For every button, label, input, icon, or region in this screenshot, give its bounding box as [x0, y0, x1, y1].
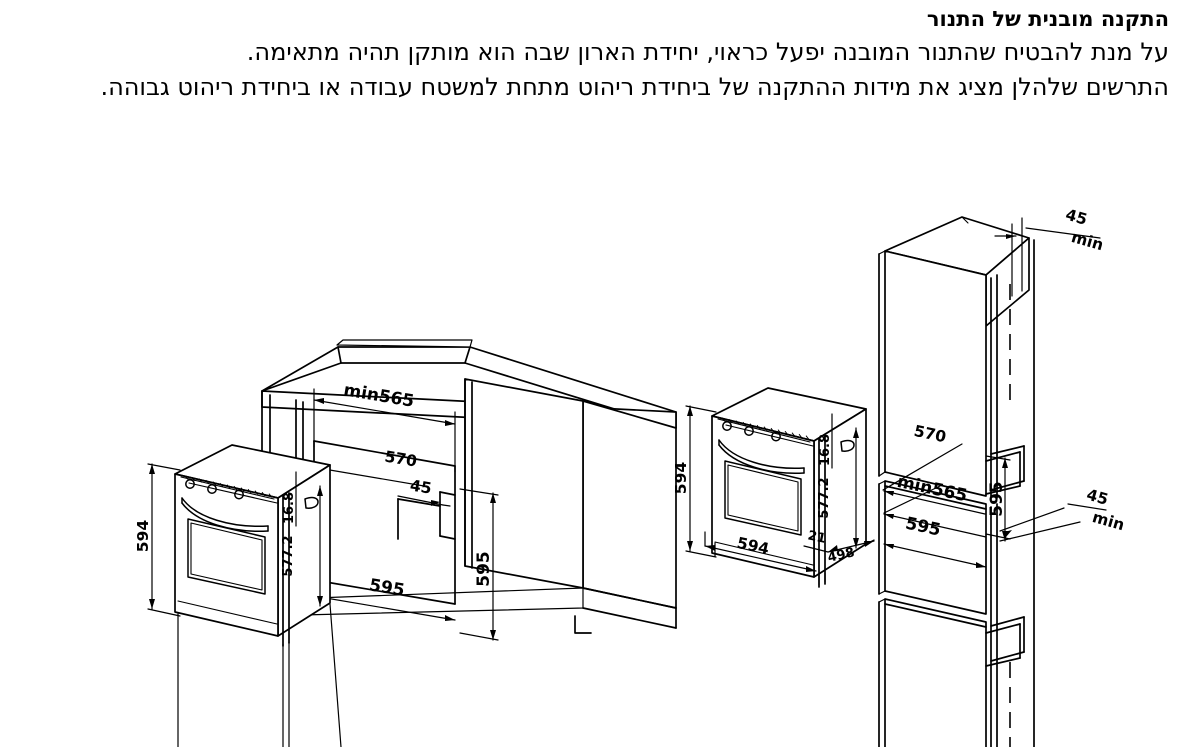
- dim-label-16-8: 16.8: [282, 492, 297, 524]
- dim-label-min-bottom: min: [1090, 508, 1126, 534]
- dim-label-594-height: 594: [134, 520, 152, 553]
- diagram-oven-right: 594 16.8 577.2 594: [672, 387, 875, 588]
- installation-dimension-drawing: min565 570 45 595: [0, 196, 1177, 747]
- oven-knob-3: [234, 489, 244, 500]
- dim-label-16-8-right: 16.8: [818, 434, 833, 466]
- dim-label-45: 45: [409, 476, 433, 497]
- dim-label-21-right: 21: [806, 528, 827, 546]
- dim-21-oven-right: 21: [803, 528, 829, 553]
- oven-knob-2: [207, 484, 217, 494]
- dim-45-undercounter: 45: [397, 476, 451, 507]
- dim-label-594-height-right: 594: [672, 462, 690, 495]
- dim-label-45-top: 45: [1064, 206, 1090, 229]
- dim-595-height-tall: 595: [985, 455, 1011, 542]
- dim-label-45-bottom: 45: [1085, 486, 1111, 509]
- dim-594-height-oven-right: 594: [672, 405, 717, 558]
- dim-498-oven-right: 498: [826, 540, 875, 566]
- oven-right-knob-1: [722, 421, 732, 431]
- dim-label-min-top: min: [1069, 228, 1105, 254]
- paragraph-intro: על מנת להבטיח שהתנור המובנה יפעל כראוי, …: [246, 38, 1169, 66]
- dim-label-595-height: 595: [474, 551, 494, 587]
- dim-5772-oven-right: 577.2: [817, 427, 859, 549]
- dim-594-height-oven-left: 594: [134, 463, 181, 617]
- dim-label-577-2-right: 577.2: [817, 477, 832, 518]
- dim-595-width-undercounter: 595: [313, 575, 456, 621]
- oven-knob-1: [185, 479, 195, 489]
- dim-label-498-right: 498: [826, 545, 856, 566]
- dim-label-570: 570: [383, 448, 418, 471]
- paragraph-diagram-note: התרשים שלהלן מציג את מידות ההתקנה של ביח…: [100, 73, 1169, 101]
- dim-5772-oven-left: 577.2: [281, 485, 323, 607]
- dim-45min-bottom: 45 min: [999, 486, 1126, 542]
- oven-right-knob-2: [744, 426, 754, 436]
- diagram-oven-left: 594 16.8 577.2 594: [134, 444, 342, 747]
- page-title: התקנה מובנית של התנור: [926, 7, 1169, 31]
- dim-595-height-undercounter: 595: [459, 488, 499, 641]
- dim-168-oven-left: 16.8: [282, 471, 297, 527]
- diagram-under-worktop-cabinet: min565 570 45 595: [261, 339, 677, 641]
- dim-570-undercounter: 570: [317, 448, 425, 487]
- dim-label-577-2: 577.2: [281, 535, 296, 576]
- dim-168-oven-right: 16.8: [818, 413, 833, 469]
- diagram-tall-cabinet: 45 min 570 min565: [878, 206, 1126, 747]
- dim-45min-top: 45 min: [994, 206, 1105, 297]
- instruction-text-block: התקנה מובנית של התנור על מנת להבטיח שהתנ…: [0, 0, 1177, 105]
- oven-right-knob-3: [771, 431, 781, 442]
- dim-label-595-height-tall: 595: [987, 481, 1007, 517]
